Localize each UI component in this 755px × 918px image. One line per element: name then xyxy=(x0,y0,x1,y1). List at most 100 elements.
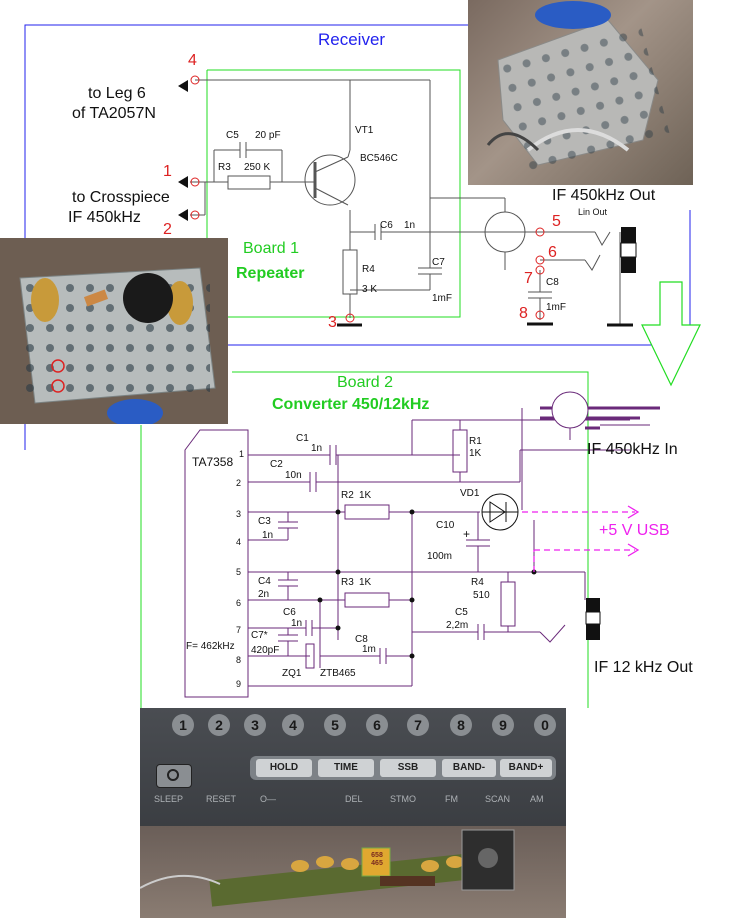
o-label: O— xyxy=(260,794,277,804)
pin-1: 1 xyxy=(239,449,244,459)
pin-2: 2 xyxy=(236,478,241,488)
to-crosspiece-line2: IF 450kHz xyxy=(68,209,141,226)
power-button[interactable] xyxy=(156,764,192,788)
ssb-button[interactable]: SSB xyxy=(380,759,436,777)
usb-lines xyxy=(522,511,635,572)
board1-terminals: 1 2 3 4 5 6 7 8 xyxy=(163,52,561,331)
r4-label: R4 xyxy=(362,264,375,275)
board1-subtitle: Repeater xyxy=(236,265,304,282)
if-450-in-label: IF 450kHz In xyxy=(587,441,678,458)
c8-label: C8 xyxy=(546,277,559,288)
pin-5: 5 xyxy=(236,567,241,577)
c8-value: 1m xyxy=(362,644,376,655)
key-7[interactable]: 7 xyxy=(407,714,429,736)
c7-value: 1mF xyxy=(432,293,452,304)
r1-value: 1K xyxy=(469,448,482,459)
key-1[interactable]: 1 xyxy=(172,714,194,736)
board2-frame: Board 2 Converter 450/12kHz xyxy=(140,371,589,708)
terminal-6: 6 xyxy=(548,244,557,261)
c10-plus: + xyxy=(463,527,470,541)
pin-7: 7 xyxy=(236,625,241,635)
usb-arrow-icon-2 xyxy=(627,543,640,557)
to-crosspiece-line1: to Crosspiece xyxy=(72,189,170,206)
terminal-3: 3 xyxy=(328,314,337,331)
c6-label: C6 xyxy=(283,607,296,618)
am-label: AM xyxy=(530,794,544,804)
c5-label: C5 xyxy=(226,130,239,141)
internal-board-image xyxy=(140,829,515,907)
band-plus-button[interactable]: BAND+ xyxy=(500,759,552,777)
chip-marking: 658 465 xyxy=(371,852,383,867)
c8-label: C8 xyxy=(355,634,368,645)
board1-io-labels: to Leg 6 of TA2057N to Crosspiece IF 450… xyxy=(68,80,188,226)
vt1-label: VT1 xyxy=(355,125,374,136)
ic-label: TA7358 xyxy=(192,455,233,469)
key-6[interactable]: 6 xyxy=(366,714,388,736)
band-minus-button[interactable]: BAND- xyxy=(442,759,496,777)
if-450-out-label: IF 450kHz Out xyxy=(552,187,656,204)
vt1-part-label: BC546C xyxy=(360,153,398,164)
c5-value: 20 pF xyxy=(255,130,281,141)
panel-bottom-labels: SLEEP RESET O— DEL STMO FM SCAN AM xyxy=(140,794,566,808)
c2-value: 10n xyxy=(285,470,302,481)
board1-title: Board 1 xyxy=(243,240,299,257)
c4-label: C4 xyxy=(258,576,271,587)
key-0[interactable]: 0 xyxy=(534,714,556,736)
board1-frame: Board 1 Repeater xyxy=(206,69,461,318)
key-9[interactable]: 9 xyxy=(492,714,514,736)
board1-schematic xyxy=(190,79,633,327)
photo-board1-left xyxy=(0,238,228,424)
photo-board1-top-image xyxy=(486,1,671,178)
scan-label: SCAN xyxy=(485,794,511,804)
photo-board1-top xyxy=(468,0,693,185)
radio-keypad: 1 2 3 4 5 6 7 8 9 0 xyxy=(150,712,560,742)
sleep-label: SLEEP xyxy=(154,794,184,804)
terminal-8: 8 xyxy=(519,305,528,322)
c7-value: 420pF xyxy=(251,645,279,656)
board2-title: Board 2 xyxy=(337,374,393,391)
c8-value: 1mF xyxy=(546,302,566,313)
pin-4: 4 xyxy=(236,537,241,547)
c7-label: C7 xyxy=(432,257,445,268)
zq1-label: ZQ1 xyxy=(282,668,302,679)
r3-label: R3 xyxy=(218,162,231,173)
zq1-part: ZTB465 xyxy=(320,668,356,679)
usb-arrow-icon xyxy=(627,505,640,519)
c1-label: C1 xyxy=(296,433,309,444)
pin-6: 6 xyxy=(236,598,241,608)
power-icon xyxy=(167,769,179,781)
time-button[interactable]: TIME xyxy=(318,759,374,777)
r2-value: 1K xyxy=(359,490,372,501)
ta7358-ic: TA7358 F= 462kHz xyxy=(184,429,249,698)
r4-value: 510 xyxy=(473,590,490,601)
c5-value: 2,2m xyxy=(446,620,468,631)
key-5[interactable]: 5 xyxy=(324,714,346,736)
reset-label: RESET xyxy=(206,794,237,804)
lin-out-label: Lin Out xyxy=(578,207,608,217)
r4-value: 3 K xyxy=(362,284,377,295)
board2-components xyxy=(317,391,601,659)
board1-labels: VT1 BC546C C5 20 pF R3 250 K C6 1n R4 3 … xyxy=(218,125,566,313)
stmo-label: STMO xyxy=(390,794,416,804)
terminal-5: 5 xyxy=(552,213,561,230)
pin-9: 9 xyxy=(236,679,241,689)
c6-label: C6 xyxy=(380,220,393,231)
terminal-2: 2 xyxy=(163,221,172,238)
c7-label: C7* xyxy=(251,630,268,641)
receiver-title: Receiver xyxy=(318,30,385,49)
to-leg-line2: of TA2057N xyxy=(72,105,156,122)
c6-value: 1n xyxy=(404,220,415,231)
c1-value: 1n xyxy=(311,443,322,454)
c3-value: 1n xyxy=(262,530,273,541)
key-4[interactable]: 4 xyxy=(282,714,304,736)
c5-label: C5 xyxy=(455,607,468,618)
board2-subtitle: Converter 450/12kHz xyxy=(272,396,429,413)
key-2[interactable]: 2 xyxy=(208,714,230,736)
hold-button[interactable]: HOLD xyxy=(256,759,312,777)
c2-label: C2 xyxy=(270,459,283,470)
key-8[interactable]: 8 xyxy=(450,714,472,736)
key-3[interactable]: 3 xyxy=(244,714,266,736)
radio-panel-photo: 1 2 3 4 5 6 7 8 9 0 HOLD TIME SSB BAND- … xyxy=(140,708,566,918)
to-leg-line1: to Leg 6 xyxy=(88,85,146,102)
